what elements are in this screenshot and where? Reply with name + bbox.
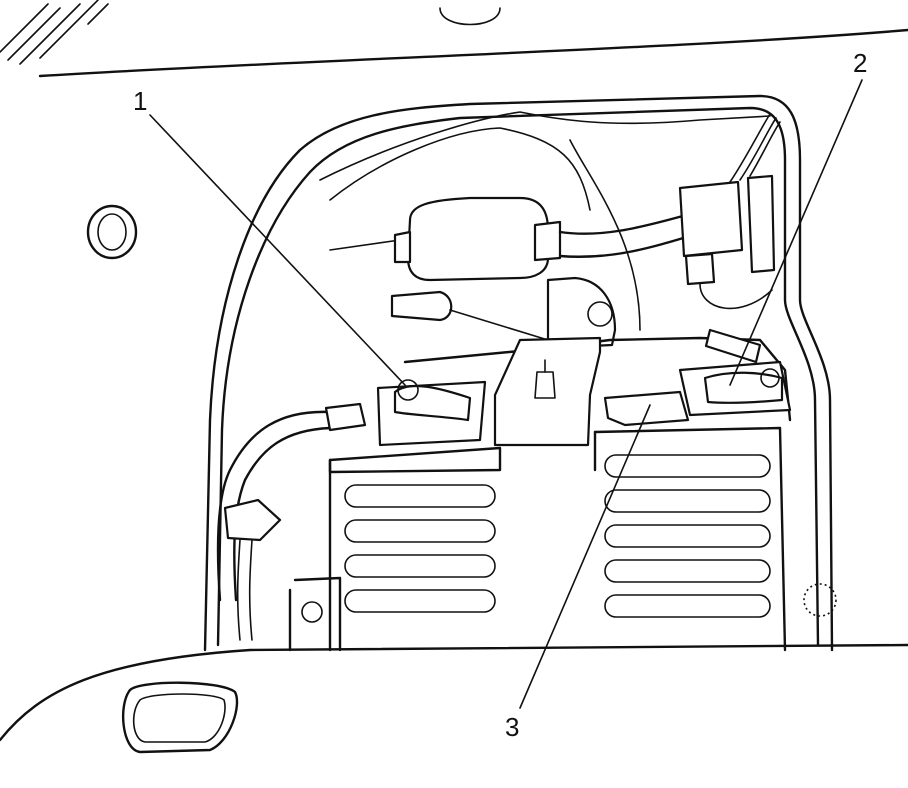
relay-harness-lower bbox=[558, 234, 692, 258]
left-grommet bbox=[86, 204, 138, 260]
positive-terminal bbox=[678, 328, 792, 417]
ground-cable-lower bbox=[233, 426, 332, 602]
relay-harness bbox=[558, 212, 692, 235]
ground-cable bbox=[216, 410, 332, 602]
back-wall-curve bbox=[329, 127, 591, 211]
upper-panel-seam bbox=[38, 28, 908, 78]
back-wall-bracket bbox=[569, 139, 641, 331]
relay-module bbox=[393, 196, 562, 282]
battery-body bbox=[288, 426, 787, 652]
back-wall-top bbox=[319, 111, 771, 181]
dotted-clip bbox=[803, 583, 837, 617]
callout-1-label: 1 bbox=[133, 86, 148, 116]
callout-2-label: 2 bbox=[853, 48, 868, 78]
battery-ribs-left bbox=[344, 484, 496, 613]
lower-panel-edge bbox=[0, 643, 908, 742]
battery-ribs-right bbox=[604, 454, 771, 618]
battery-clamp bbox=[493, 336, 602, 447]
lower-handle-inner bbox=[132, 693, 226, 743]
left-harness bbox=[223, 498, 282, 641]
negative-terminal bbox=[376, 379, 487, 447]
callout-3-label: 3 bbox=[505, 712, 520, 742]
right-connectors bbox=[678, 113, 781, 310]
ground-cable-end bbox=[324, 402, 367, 432]
callout-2-leader bbox=[729, 79, 863, 386]
compartment-frame-outer bbox=[203, 94, 834, 652]
hold-down-bracket bbox=[390, 276, 617, 350]
back-wall-line bbox=[329, 239, 401, 251]
callout-3-leader bbox=[519, 404, 651, 709]
compartment-frame-inner bbox=[216, 106, 820, 647]
callout-1-leader bbox=[149, 114, 406, 386]
window-hatch bbox=[0, 0, 109, 65]
upper-hole bbox=[439, 7, 501, 26]
terminal-cover bbox=[603, 390, 690, 427]
lower-handle-outer bbox=[121, 681, 239, 754]
